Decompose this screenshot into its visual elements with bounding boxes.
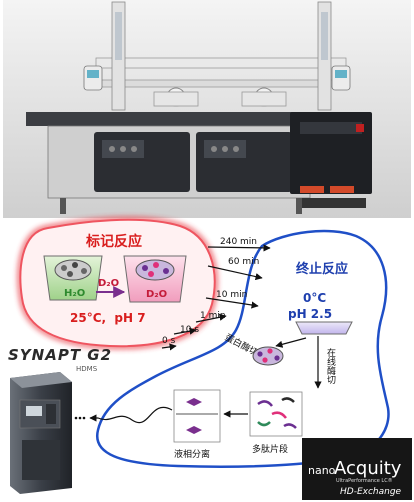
protein-blob-h2o <box>54 259 92 281</box>
quench-outline <box>95 229 390 468</box>
arrow-60min <box>207 265 263 281</box>
peptides-label: 多肽片段 <box>252 443 288 455</box>
synapt-g2-instrument: SYNAPT G2 HDMS <box>8 346 112 494</box>
arrow-10min <box>205 297 259 309</box>
time-0s: 0 s <box>162 336 176 346</box>
quench-ph: pH 2.5 <box>288 307 332 321</box>
quench-temp: 0°C <box>303 291 326 305</box>
capillary-line <box>89 406 173 424</box>
d2o-label: D₂O <box>146 289 167 300</box>
hdx-instrument-photo <box>3 0 411 218</box>
lc-label: 液相分离 <box>174 448 210 460</box>
online-digest-label: 在线酶切 <box>325 347 336 385</box>
acquity-name: Acquity <box>334 458 402 479</box>
labeling-reaction-region: 标记反应 H₂O D₂O D₂O 25°C, pH 7 <box>17 217 218 349</box>
time-60min: 60 min <box>228 257 259 267</box>
arrow-10s <box>173 327 197 335</box>
time-10min: 10 min <box>216 290 247 300</box>
lc-box <box>173 389 221 443</box>
protein-blob-quenched <box>252 346 284 366</box>
synapt-brand: SYNAPT G2 <box>8 346 112 364</box>
nanoacquity-badge-bg <box>302 438 412 500</box>
arrow-240min <box>207 244 271 252</box>
acquity-hdx: HD-Exchange <box>340 487 402 497</box>
labeling-title: 标记反应 <box>85 233 142 250</box>
protein-blob-d2o <box>135 259 175 281</box>
synapt-sub: HDMS <box>76 365 98 373</box>
quench-reaction: 终止反应 0°C pH 2.5 <box>288 261 353 335</box>
quench-title: 终止反应 <box>296 261 348 277</box>
d2o-arrow-label: D₂O <box>98 278 119 289</box>
time-240min: 240 min <box>220 237 257 247</box>
time-10s: 10 s <box>180 325 199 335</box>
arrow-0s <box>161 343 177 351</box>
nanoacquity-badge: nano Acquity UltraPerformance LC® HD-Exc… <box>302 438 412 500</box>
lc-separation: 液相分离 <box>173 389 221 460</box>
digest-stage: 蛋白酶切 在线酶切 多肽片段 <box>223 331 336 455</box>
acquity-nano: nano <box>308 464 336 477</box>
quench-tube <box>295 321 353 335</box>
arrow-1min <box>195 313 227 323</box>
acquity-sub: UltraPerformance LC® <box>336 477 393 484</box>
time-1min: 1 min <box>200 311 226 321</box>
time-arrows: 240 min 60 min 10 min 1 min 10 s 0 s <box>161 237 271 351</box>
labeling-conditions: 25°C, pH 7 <box>70 311 146 325</box>
h2o-label: H₂O <box>64 288 85 299</box>
